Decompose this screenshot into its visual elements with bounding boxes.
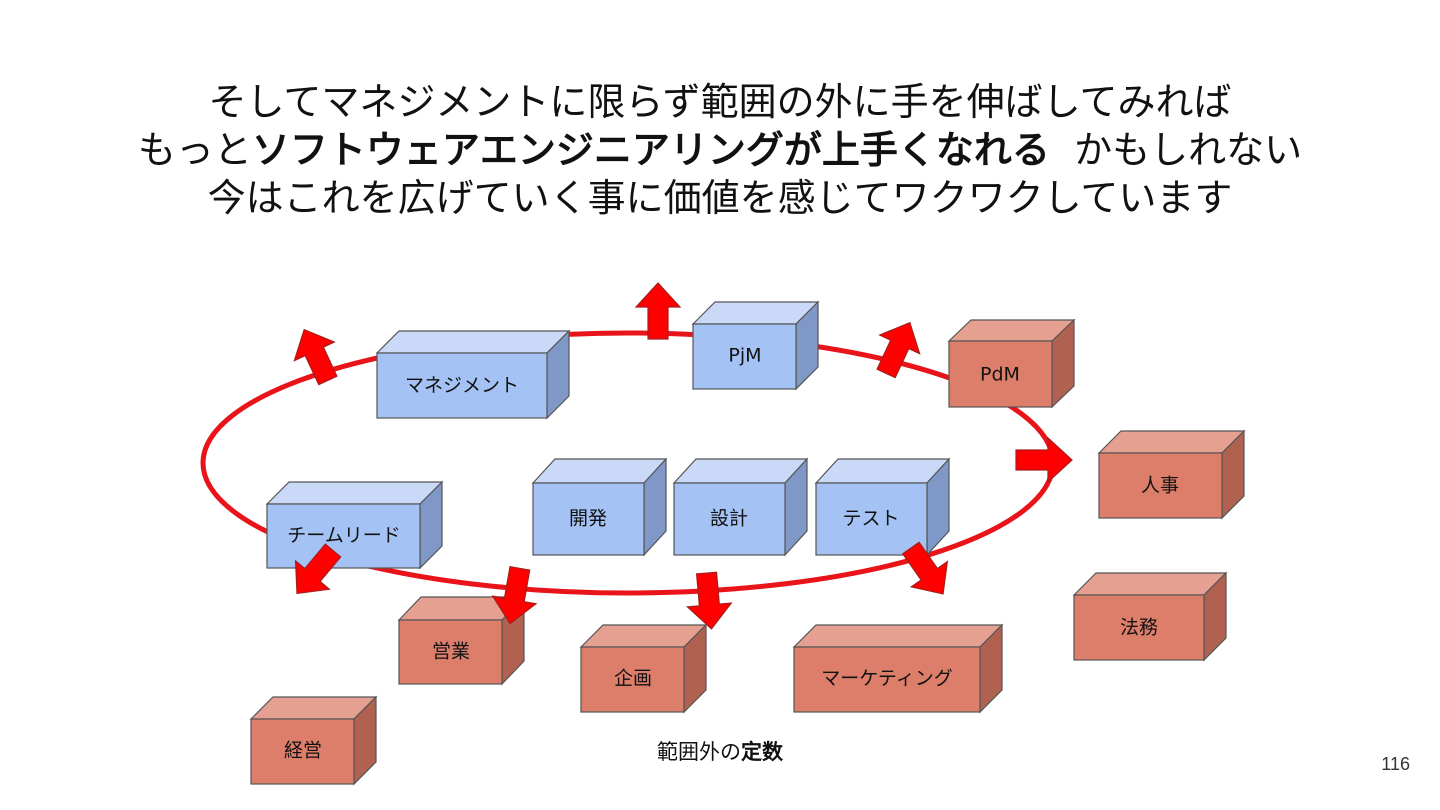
slide-title: そしてマネジメントに限らず範囲の外に手を伸ばしてみれば もっとソフトウェアエンジ… (0, 78, 1440, 222)
page-number: 116 (1381, 754, 1410, 774)
box-pjm: PjM (691, 300, 820, 391)
box-jinji: 人事 (1097, 429, 1246, 520)
caption-bold: 定数 (741, 740, 783, 764)
box-eigyou-label: 営業 (432, 641, 470, 663)
title-line-2-post: かもしれない (1074, 128, 1303, 172)
caption-text: 範囲外の (657, 740, 741, 764)
expand-arrow-icon (684, 570, 734, 632)
box-management-label: マネジメント (405, 375, 519, 397)
title-line-1: そしてマネジメントに限らず範囲の外に手を伸ばしてみれば (208, 80, 1232, 124)
box-test-label: テスト (842, 508, 899, 530)
title-line-2: もっとソフトウェアエンジニアリングが上手くなれる かもしれない (0, 126, 1440, 174)
box-kikaku: 企画 (579, 623, 708, 714)
diagram-caption: 範囲外の定数 (0, 736, 1440, 766)
title-line-2-bold: ソフトウェアエンジニアリングが上手くなれる (251, 128, 1050, 172)
box-management: マネジメント (375, 329, 571, 420)
box-houmu-label: 法務 (1120, 617, 1158, 639)
box-kaihatsu: 開発 (531, 457, 668, 557)
expand-arrow-icon (865, 312, 931, 384)
box-pjm-label: PjM (728, 345, 761, 367)
box-team-lead: チームリード (265, 480, 444, 570)
box-jinji-label: 人事 (1141, 475, 1179, 497)
box-kaihatsu-label: 開発 (569, 508, 607, 530)
box-kikaku-label: 企画 (614, 668, 652, 690)
title-line-2-pre: もっと (137, 128, 252, 172)
box-houmu: 法務 (1072, 571, 1228, 662)
box-keiei: 経営 (249, 695, 378, 786)
box-marketing: マーケティング (792, 623, 1004, 714)
box-sekkei-label: 設計 (710, 508, 748, 530)
box-keiei-label: 経営 (284, 740, 322, 762)
expand-arrow-icon (283, 319, 349, 391)
box-pdm-label: PdM (980, 364, 1020, 386)
box-team-lead-label: チームリード (287, 525, 400, 547)
expand-arrow-icon (1015, 437, 1073, 483)
title-line-3: 今はこれを広げていく事に価値を感じてワクワクしています (207, 176, 1233, 220)
box-marketing-label: マーケティング (821, 668, 952, 690)
box-pdm: PdM (947, 318, 1076, 409)
box-test: テスト (814, 457, 951, 557)
box-eigyou: 営業 (397, 595, 526, 686)
box-sekkei: 設計 (672, 457, 809, 557)
